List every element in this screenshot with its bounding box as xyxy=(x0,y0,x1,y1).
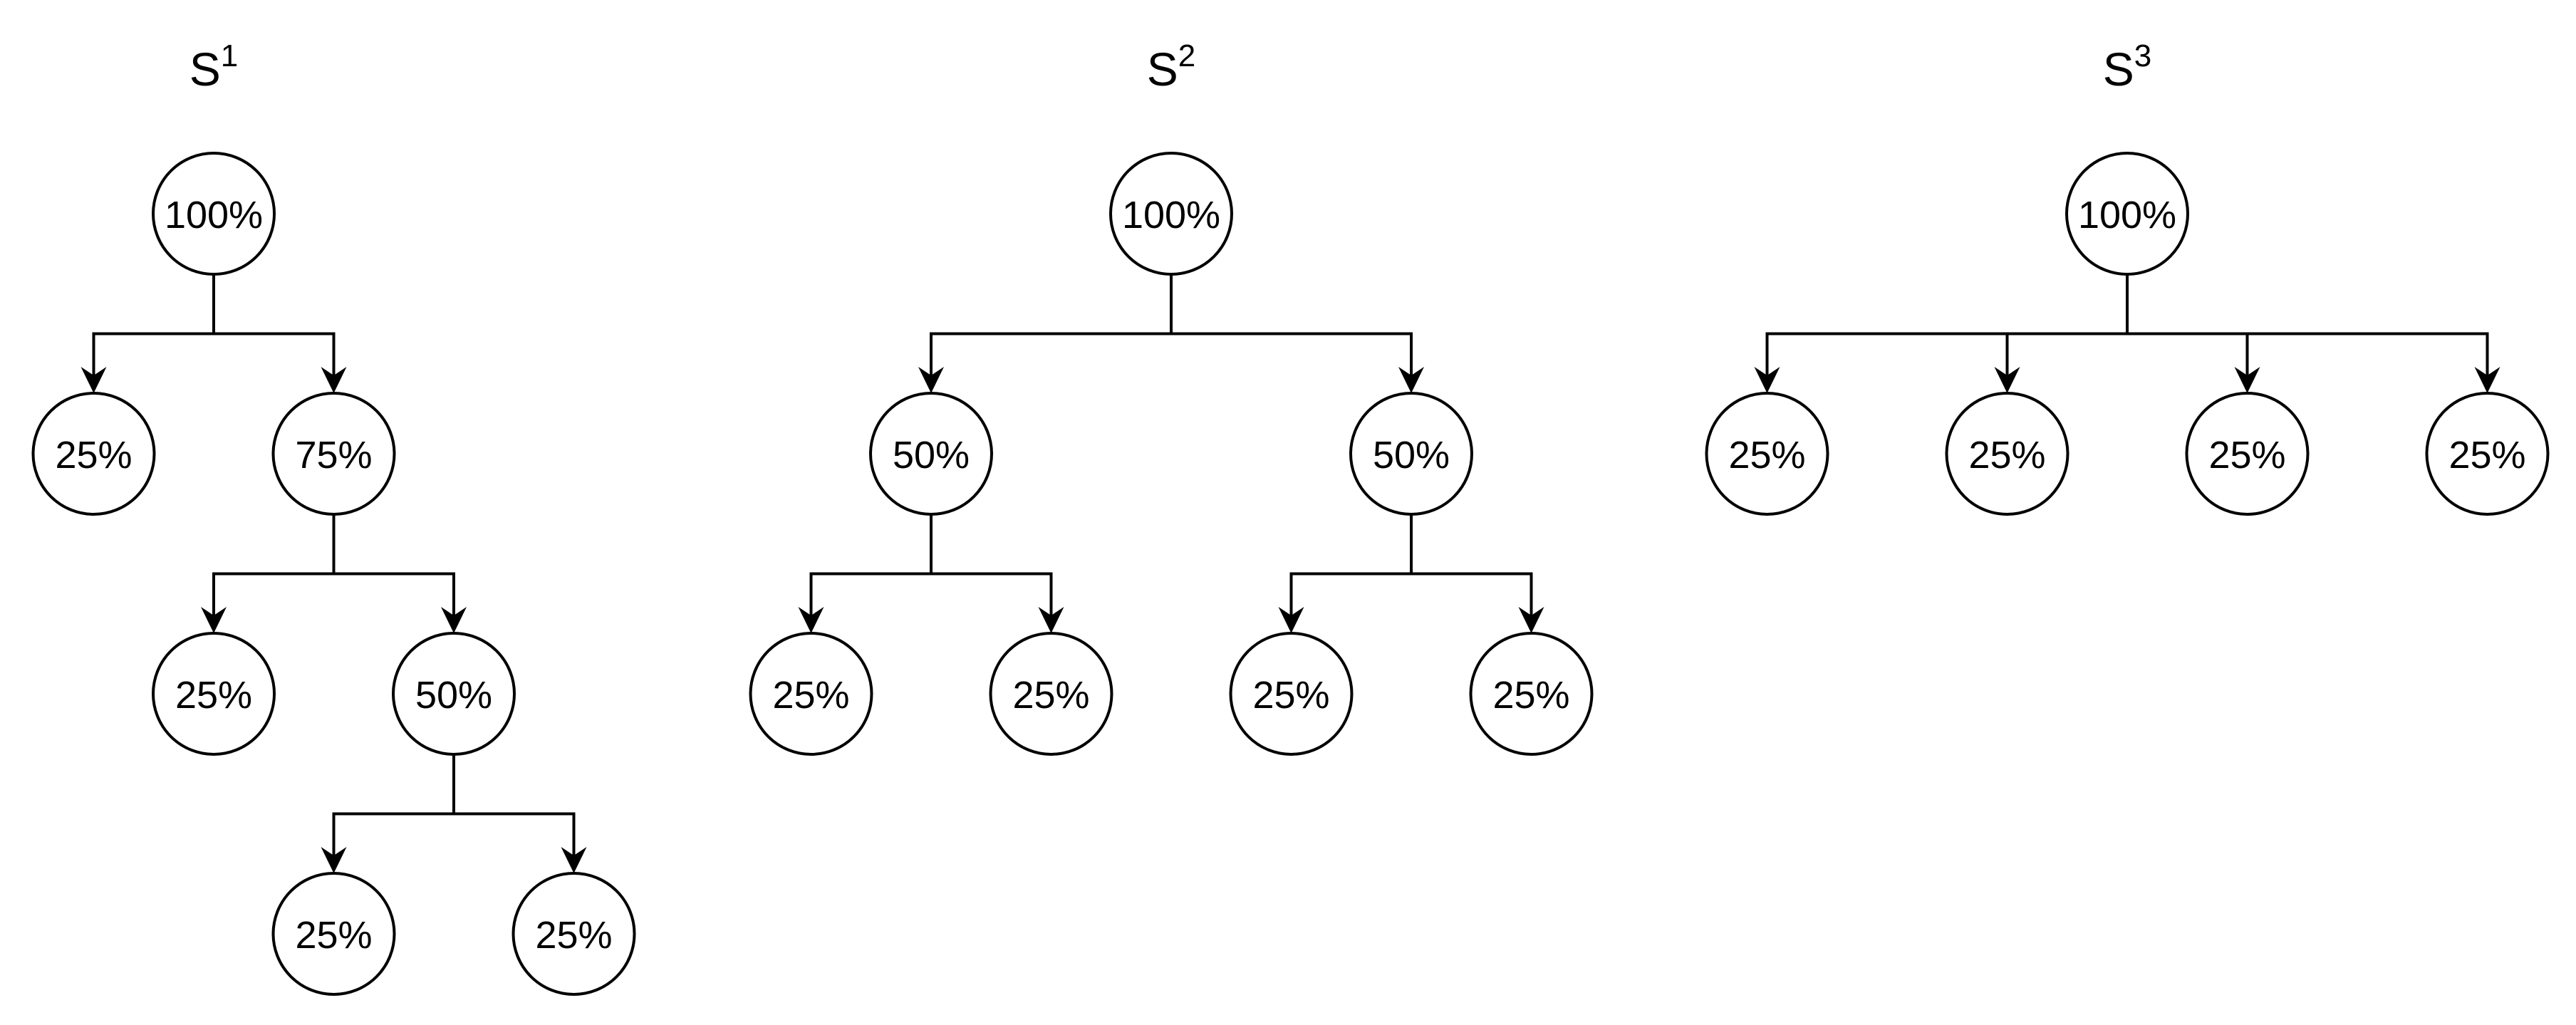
tree-S1-node-root-1-1-0-label: 25% xyxy=(295,914,372,957)
tree-S2-node-root-1-1-circle xyxy=(1469,632,1594,756)
arrowhead-down-icon xyxy=(798,607,824,633)
tree-S1-node-root-1-1-label: 50% xyxy=(415,674,492,717)
tree-S3-edges xyxy=(1754,273,2500,393)
tree-S2-node-root-0-1-circle xyxy=(989,632,1113,756)
tree-S2-node-root-0-0-circle xyxy=(749,632,873,756)
tree-S2-node-root-1-circle xyxy=(1349,392,1473,516)
tree-S3-node-root-2-label: 25% xyxy=(2208,434,2285,477)
tree-S1-node-root-1-1-1-label: 25% xyxy=(535,914,612,957)
tree-S2-node-root-0-circle xyxy=(869,392,993,516)
tree-S3-node-root-1-circle xyxy=(1945,392,2069,516)
tree-S1-node-root-0-label: 25% xyxy=(55,434,132,477)
tree-S3-node-root-3-label: 25% xyxy=(2448,434,2525,477)
arrowhead-down-icon xyxy=(1754,367,1780,393)
tree-S1-node-root-1-0-circle xyxy=(152,632,276,756)
tree-S2-node-root-1-0-circle xyxy=(1229,632,1354,756)
tree-S2-node-root-0-label: 50% xyxy=(893,434,970,477)
tree-S3: 100% 25% 25% 25% 25% S3 xyxy=(1705,38,2550,516)
tree-S2-node-root-1-connector xyxy=(1289,513,1533,618)
arrowhead-down-icon xyxy=(1398,367,1424,393)
tree-S2-node-root-label: 100% xyxy=(1122,194,1220,236)
tree-S2-node-root-circle xyxy=(1109,152,1233,276)
tree-S1-node-root-1-label: 75% xyxy=(295,434,372,477)
arrowhead-down-icon xyxy=(561,847,587,873)
tree-S1-node-root-1-1-connector xyxy=(332,753,576,858)
tree-S3-node-root-connector xyxy=(1765,273,2489,378)
tree-S2: 100% 50% 25% 25% 50% 25% 25% S2 xyxy=(749,38,1594,756)
arrowhead-down-icon xyxy=(441,607,467,633)
tree-S1-nodes: 100% 25% 75% 25% 50% 25% 25% xyxy=(31,152,636,996)
tree-S3-nodes: 100% 25% 25% 25% 25% xyxy=(1705,152,2550,516)
arrowhead-down-icon xyxy=(1518,607,1544,633)
tree-S1-node-root-1-0-label: 25% xyxy=(175,674,252,717)
arrowhead-down-icon xyxy=(2474,367,2500,393)
tree-S3-title: S3 xyxy=(2103,38,2152,95)
tree-S2-node-root-connector xyxy=(930,273,1413,378)
arrowhead-down-icon xyxy=(201,607,227,633)
tree-S3-node-root-label: 100% xyxy=(2078,194,2176,236)
tree-S1-node-root-1-connector xyxy=(212,513,455,618)
arrowhead-down-icon xyxy=(2234,367,2260,393)
tree-S2-node-root-0-0-label: 25% xyxy=(772,674,849,717)
tree-S2-title: S2 xyxy=(1147,38,1196,95)
tree-S1-title: S1 xyxy=(189,38,239,95)
tree-S3-node-root-3-circle xyxy=(2425,392,2550,516)
tree-S3-node-root-circle xyxy=(2065,152,2189,276)
tree-S2-nodes: 100% 50% 25% 25% 50% 25% 25% xyxy=(749,152,1594,756)
tree-S2-node-root-1-0-label: 25% xyxy=(1252,674,1329,717)
tree-S2-node-root-1-label: 50% xyxy=(1373,434,1450,477)
tree-S1-node-root-0-circle xyxy=(31,392,156,516)
tree-S2-node-root-1-1-label: 25% xyxy=(1492,674,1569,717)
arrowhead-down-icon xyxy=(80,367,107,393)
tree-S2-node-root-0-connector xyxy=(809,513,1053,618)
tree-S1: 100% 25% 75% 25% 50% 25% 25% S1 xyxy=(31,38,636,996)
arrowhead-down-icon xyxy=(918,367,944,393)
tree-S3-node-root-0-circle xyxy=(1705,392,1829,516)
tree-S1-node-root-1-circle xyxy=(271,392,396,516)
tree-S1-node-root-connector xyxy=(92,273,336,378)
tree-S1-node-root-1-1-0-circle xyxy=(271,872,396,996)
arrowhead-down-icon xyxy=(1278,607,1304,633)
tree-S3-node-root-2-circle xyxy=(2185,392,2310,516)
tree-S1-edges xyxy=(80,273,587,873)
tree-S2-edges xyxy=(798,273,1544,633)
tree-S1-node-root-circle xyxy=(152,152,276,276)
tree-S3-node-root-1-label: 25% xyxy=(1968,434,2045,477)
tree-S3-node-root-0-label: 25% xyxy=(1728,434,1805,477)
tree-S1-node-root-1-1-circle xyxy=(392,632,516,756)
tree-S2-node-root-0-1-label: 25% xyxy=(1012,674,1089,717)
arrowhead-down-icon xyxy=(321,367,347,393)
tree-S1-node-root-label: 100% xyxy=(165,194,263,236)
tree-S1-node-root-1-1-1-circle xyxy=(511,872,636,996)
arrowhead-down-icon xyxy=(1994,367,2020,393)
arrowhead-down-icon xyxy=(321,847,347,873)
arrowhead-down-icon xyxy=(1038,607,1064,633)
